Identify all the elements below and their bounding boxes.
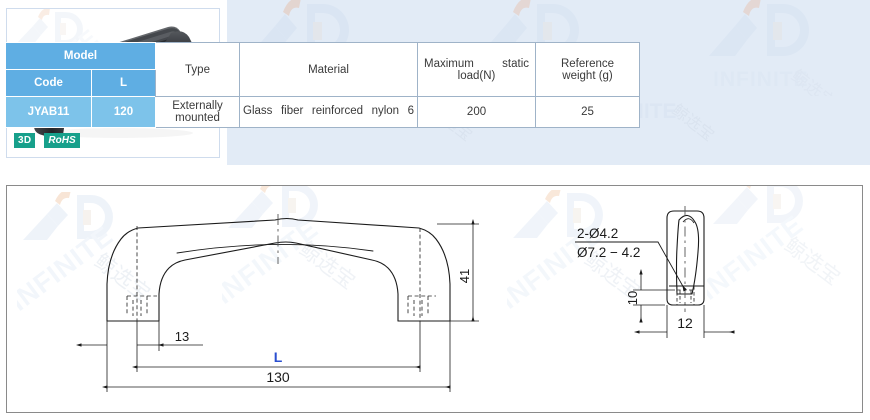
top-section: INFINITE 鲸选宝 INFINITE 鲸选宝 xyxy=(0,0,870,165)
svg-text:鲸选宝: 鲸选宝 xyxy=(669,100,719,145)
callout-hole-line2: Ø7.2 − 4.2 xyxy=(577,245,640,260)
header-model: Model xyxy=(4,42,157,70)
drawing-canvas: 41 13 L 130 xyxy=(75,206,735,392)
dim-overall-130: 130 xyxy=(266,369,290,385)
cell-type: Externally mounted xyxy=(155,96,241,128)
dim-width-12: 12 xyxy=(677,315,693,331)
svg-text:INFINITE: INFINITE xyxy=(713,68,809,91)
3d-badge-label: 3D xyxy=(18,134,32,146)
dim-length-L: L xyxy=(274,349,283,365)
header-max-static-load: Maximum static load(N) xyxy=(417,42,537,97)
cell-code: JYAB11 xyxy=(5,96,92,128)
header-type: Type xyxy=(155,42,241,97)
rohs-badge[interactable]: RoHS xyxy=(44,133,80,148)
dim-height-41: 41 xyxy=(457,269,472,283)
header-l: L xyxy=(90,69,157,97)
header-reference-weight: Reference weight (g) xyxy=(535,42,641,97)
header-reference-weight-line1: Reference xyxy=(560,57,615,70)
callout-hole-line1: 2-Ø4.2 xyxy=(577,226,618,241)
header-max-static-load-line2: load(N) xyxy=(457,69,496,82)
cell-max-static-load: 200 xyxy=(417,96,537,128)
header-max-static-load-line1: Maximum static xyxy=(424,57,530,70)
cell-material: Glass fiber reinforced nylon 6 xyxy=(239,96,419,128)
rohs-badge-label: RoHS xyxy=(48,134,76,146)
cell-type-line2: mounted xyxy=(175,112,220,124)
watermark-tile: INFINITE 鲸选宝 xyxy=(695,0,845,96)
header-reference-weight-line2: weight (g) xyxy=(562,69,613,82)
header-code: Code xyxy=(5,69,92,97)
certification-badges: 3D RoHS xyxy=(14,133,80,148)
table-row[interactable]: JYAB11 120 Externally mounted Glass fibe… xyxy=(5,96,641,128)
specification-table: Model Type Material Maximum static load(… xyxy=(4,42,641,128)
3d-badge[interactable]: 3D xyxy=(14,133,36,148)
dim-depth-10: 10 xyxy=(625,291,640,305)
svg-text:鲸选宝: 鲸选宝 xyxy=(787,66,840,96)
technical-drawing-panel: INFINITE 鲸选宝 INFINITE 鲸选宝 xyxy=(6,185,863,413)
cell-l: 120 xyxy=(90,96,157,128)
cell-reference-weight: 25 xyxy=(535,96,641,128)
cell-type-line1: Externally xyxy=(172,100,223,112)
table-header-row-1: Model Type Material Maximum static load(… xyxy=(4,42,641,97)
dim-offset-13: 13 xyxy=(175,329,189,344)
header-material: Material xyxy=(239,42,419,97)
